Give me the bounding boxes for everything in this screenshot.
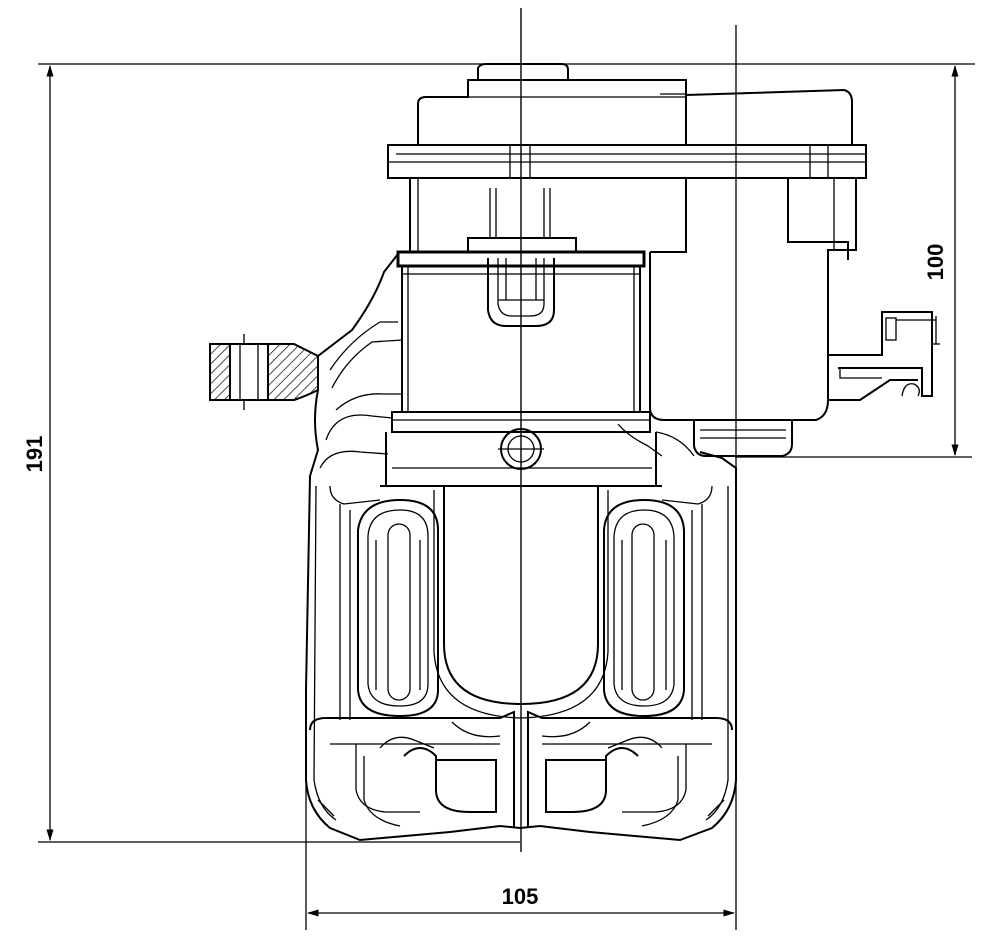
lower-stator-body [305,423,737,842]
right-motor-housing [649,178,940,457]
upper-housing [409,178,687,253]
dimension-label-191: 191 [22,436,47,473]
dimension-label-105: 105 [502,884,539,909]
left-mounting-arm [209,253,403,477]
central-cylinder [380,250,662,487]
top-cap [417,63,853,145]
dimension-191: 191 [22,63,975,843]
flange-plate [387,144,867,179]
dimension-100: 100 [735,64,972,458]
dimension-label-100: 100 [923,244,948,281]
